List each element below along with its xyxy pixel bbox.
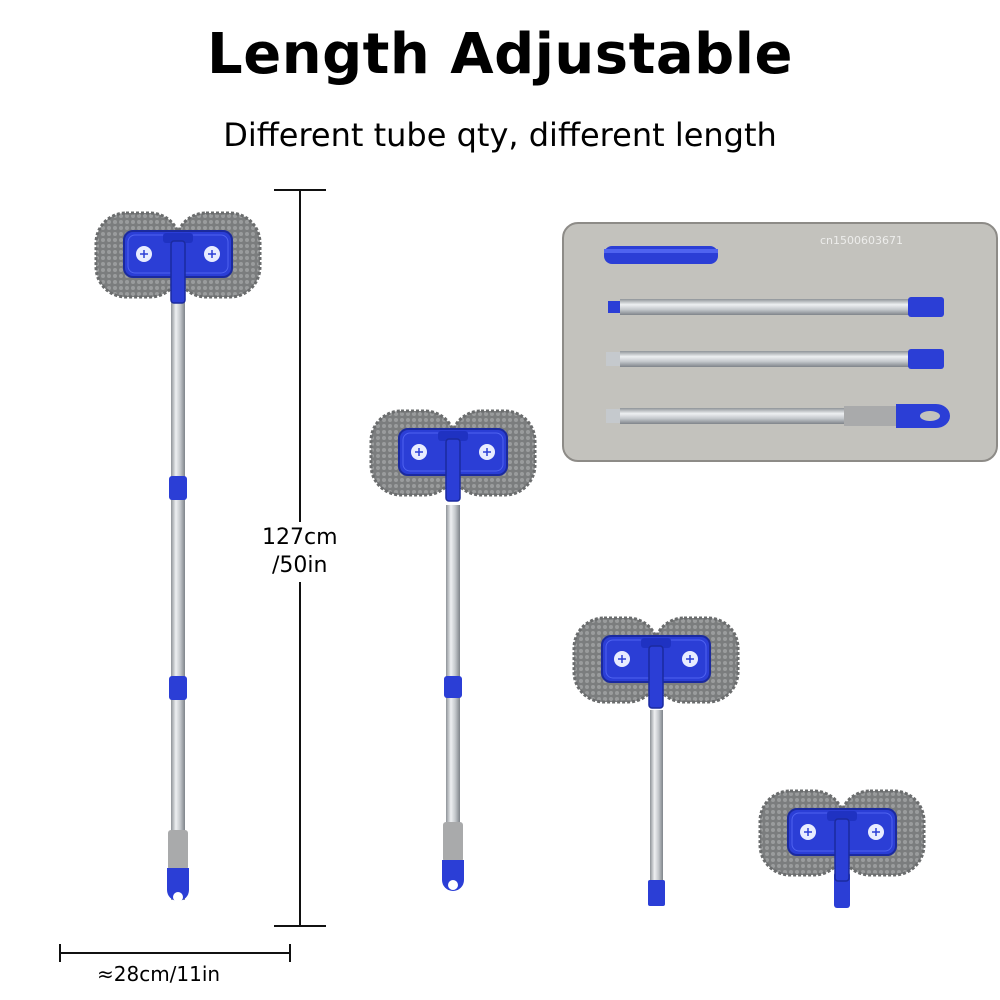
width-label: ≈28cm/11in [97,960,221,988]
extension-tube-2 [606,349,944,369]
tube-parts-illustration [604,246,950,428]
length-label-cm: 127cm [262,525,338,550]
page-title: Length Adjustable [207,22,793,87]
handle-tube [606,404,950,428]
length-label: 127cm /50in [262,522,338,582]
mop-full-length [94,211,262,902]
page-subtitle: Different tube qty, different length [223,116,777,154]
extension-tube-1 [608,297,944,317]
mop-short-length [572,616,740,906]
mop-medium-length [369,409,537,891]
mop-head-only [758,789,926,908]
blue-connector-part [604,246,718,264]
length-label-in: /50in [272,553,328,578]
width-dimension-line [59,944,291,962]
watermark-text: cn1500603671 [820,234,904,247]
tube-parts-panel: cn1500603671 [562,222,998,462]
